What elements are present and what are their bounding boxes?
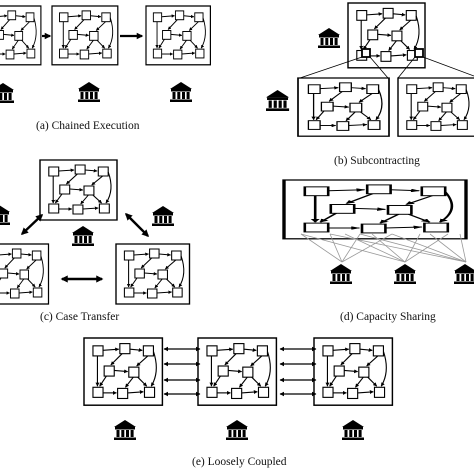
process-model-icon: [398, 78, 474, 136]
bank-building-icon: [0, 83, 14, 103]
bank-building-icon: [78, 82, 100, 102]
bank-building-icon: [330, 264, 352, 284]
transfer-arrow: [124, 212, 150, 238]
caption-case-transfer: (c) Case Transfer: [40, 311, 120, 323]
bank-building-icon: [454, 264, 474, 284]
bank-building-icon: [114, 420, 136, 440]
bank-building-icon: [394, 264, 416, 284]
subcontract-task: [414, 48, 424, 58]
bank-building-icon: [342, 420, 364, 440]
process-model-icon: [198, 338, 276, 405]
bank-building-icon: [226, 420, 248, 440]
bank-building-icon: [266, 90, 290, 111]
bank-building-icon: [72, 226, 94, 246]
panel-c-case-transfer: [0, 160, 190, 304]
subcontract-lines: [299, 56, 474, 79]
bank-building-icon: [0, 205, 10, 225]
caption-capacity-sharing: (d) Capacity Sharing: [340, 311, 436, 323]
bank-building-icon: [152, 206, 174, 226]
process-model-icon: [116, 244, 190, 304]
coupling-arrows: [163, 346, 317, 397]
capacity-links: [300, 233, 467, 263]
subcontract-task: [361, 48, 371, 58]
process-model-icon: [284, 180, 466, 239]
caption-subcontracting: (b) Subcontracting: [334, 155, 420, 167]
transfer-arrow: [20, 214, 44, 235]
caption-loosely-coupled: (e) Loosely Coupled: [192, 456, 287, 468]
process-model-icon: [0, 244, 49, 304]
panel-b-subcontracting: [266, 3, 474, 136]
bank-building-icon: [318, 28, 340, 48]
caption-chained-execution: (a) Chained Execution: [36, 120, 140, 132]
process-model-icon: [0, 6, 41, 65]
process-model-icon: [146, 6, 210, 65]
panel-d-capacity-sharing: [284, 180, 474, 284]
bank-building-icon: [170, 82, 192, 102]
panel-a-chained-execution: [0, 6, 210, 103]
process-model-icon: [298, 78, 389, 136]
process-model-icon: [40, 160, 117, 220]
panel-e-loosely-coupled: [84, 338, 392, 440]
process-model-icon: [314, 338, 392, 405]
process-model-icon: [84, 338, 162, 405]
process-model-icon: [52, 6, 118, 65]
